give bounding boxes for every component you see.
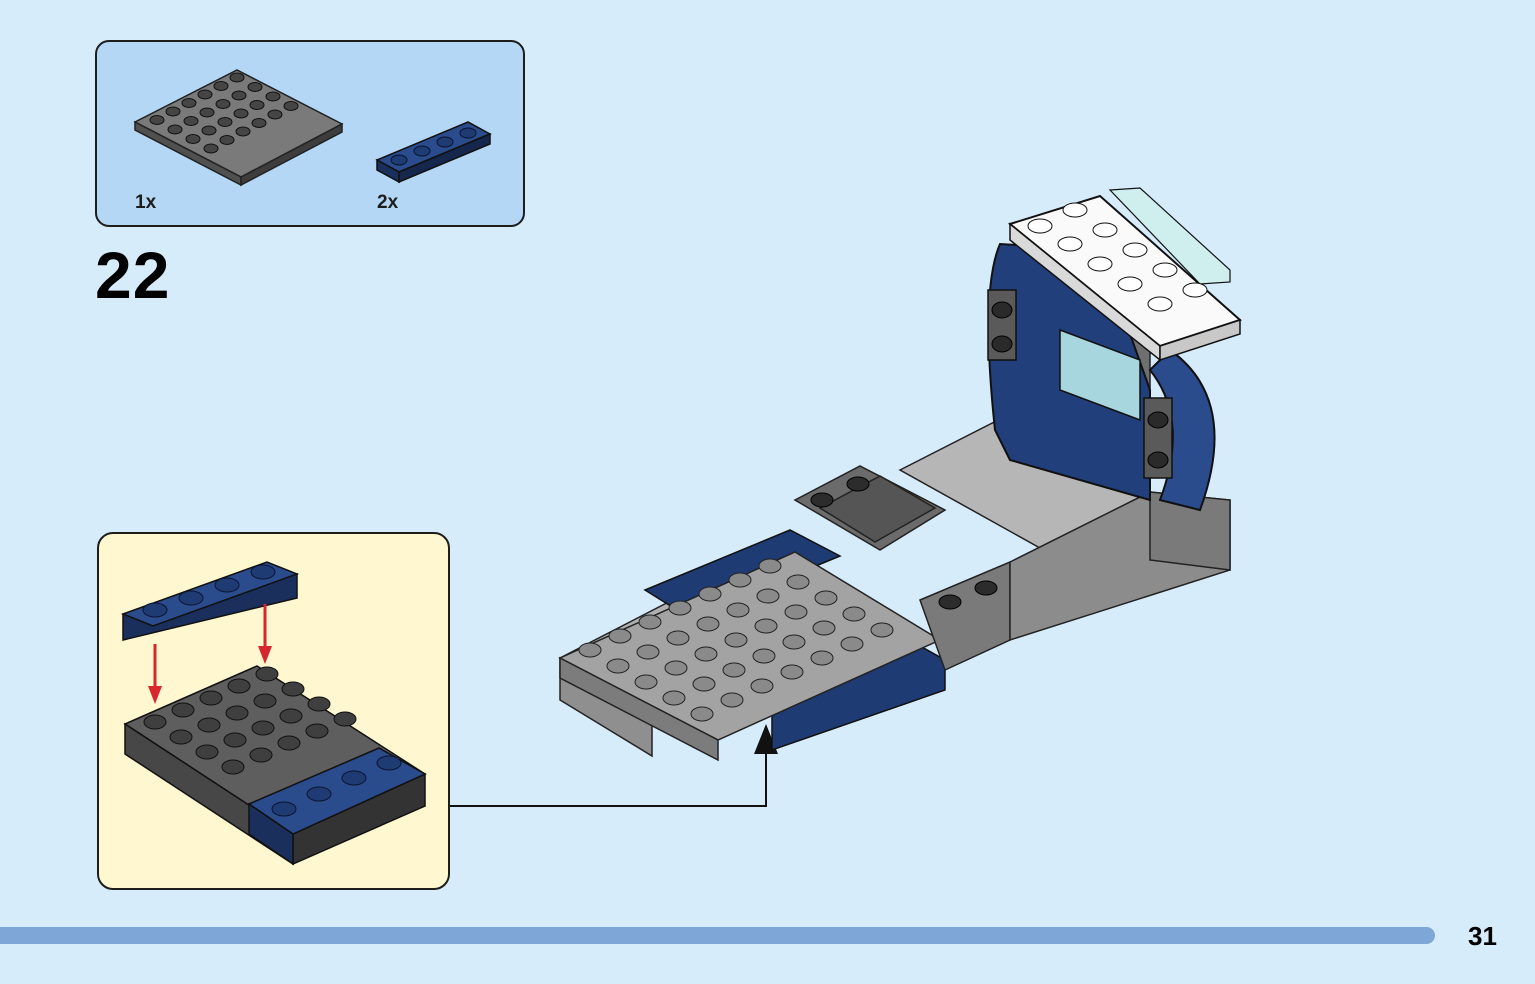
stud: [634, 674, 658, 690]
stud: [638, 614, 662, 630]
stud: [814, 590, 838, 606]
stud: [233, 108, 249, 119]
stud: [265, 91, 281, 102]
stud: [251, 118, 267, 128]
red-arrows: [148, 604, 272, 704]
stud: [169, 729, 193, 745]
stud: [143, 714, 167, 730]
stud: [758, 558, 782, 574]
stud: [149, 115, 165, 125]
stud: [784, 604, 808, 620]
stud: [690, 706, 714, 722]
stud: [195, 744, 219, 760]
stud: [608, 628, 632, 644]
stud: [215, 99, 231, 109]
stud: [235, 126, 251, 137]
stud: [840, 636, 864, 652]
stud: [185, 134, 201, 144]
stud: [213, 81, 229, 91]
stud: [307, 696, 331, 712]
stud: [812, 620, 836, 636]
stud: [197, 89, 213, 100]
parts-callout: 1x 2x: [95, 40, 525, 227]
stud: [279, 708, 303, 724]
stud: [696, 616, 720, 632]
stud: [666, 630, 690, 646]
stud: [750, 678, 774, 694]
stud: [249, 100, 265, 110]
stud: [223, 732, 247, 748]
stud: [227, 678, 251, 694]
part-dark-gray-plate: [133, 69, 344, 187]
stud: [201, 125, 217, 136]
stud: [229, 72, 245, 83]
stud: [181, 98, 197, 108]
stud: [251, 720, 275, 736]
stud: [199, 107, 215, 118]
stud: [664, 660, 688, 676]
stud: [636, 644, 660, 660]
stud: [842, 606, 866, 622]
stud: [305, 723, 329, 739]
stud: [249, 747, 273, 763]
stud: [225, 705, 249, 721]
stud: [810, 650, 834, 666]
stud: [281, 681, 305, 697]
stud: [167, 124, 183, 135]
stud: [283, 101, 299, 111]
stud: [780, 664, 804, 680]
stud: [183, 116, 199, 126]
stud: [692, 676, 716, 692]
stud: [253, 693, 277, 709]
part-quantity-2: 2x: [377, 192, 399, 213]
stud: [277, 735, 301, 751]
stud: [197, 717, 221, 733]
stud: [728, 572, 752, 588]
stud: [221, 759, 245, 775]
stud: [694, 646, 718, 662]
stud: [333, 711, 357, 727]
stud: [720, 692, 744, 708]
stud: [726, 602, 750, 618]
stud: [606, 658, 630, 674]
page-number: 31: [1468, 921, 1497, 951]
parts-illustration: [133, 69, 492, 187]
part-quantity-1: 1x: [135, 192, 157, 213]
stud: [786, 574, 810, 590]
stud: [668, 600, 692, 616]
stud: [217, 117, 233, 127]
step-number: 22: [95, 238, 171, 312]
stud: [754, 618, 778, 634]
stud: [698, 586, 722, 602]
stud: [165, 106, 181, 117]
stud: [203, 143, 219, 154]
stud: [756, 588, 780, 604]
submodel-illustration: [120, 561, 427, 866]
stud: [171, 702, 195, 718]
progress-bar: [0, 927, 1435, 944]
submodel-callout: [97, 532, 450, 890]
stud: [578, 642, 602, 658]
stud: [231, 90, 247, 101]
part-dark-blue-plate: [375, 121, 492, 184]
stud: [662, 690, 686, 706]
stud: [255, 666, 279, 682]
stud: [219, 135, 235, 145]
main-model-illustration: [558, 187, 1242, 762]
stud: [752, 648, 776, 664]
stud: [870, 622, 894, 638]
stud: [782, 634, 806, 650]
stud: [247, 82, 263, 92]
stud: [722, 662, 746, 678]
stud: [267, 109, 283, 120]
stud: [199, 690, 223, 706]
stud: [724, 632, 748, 648]
